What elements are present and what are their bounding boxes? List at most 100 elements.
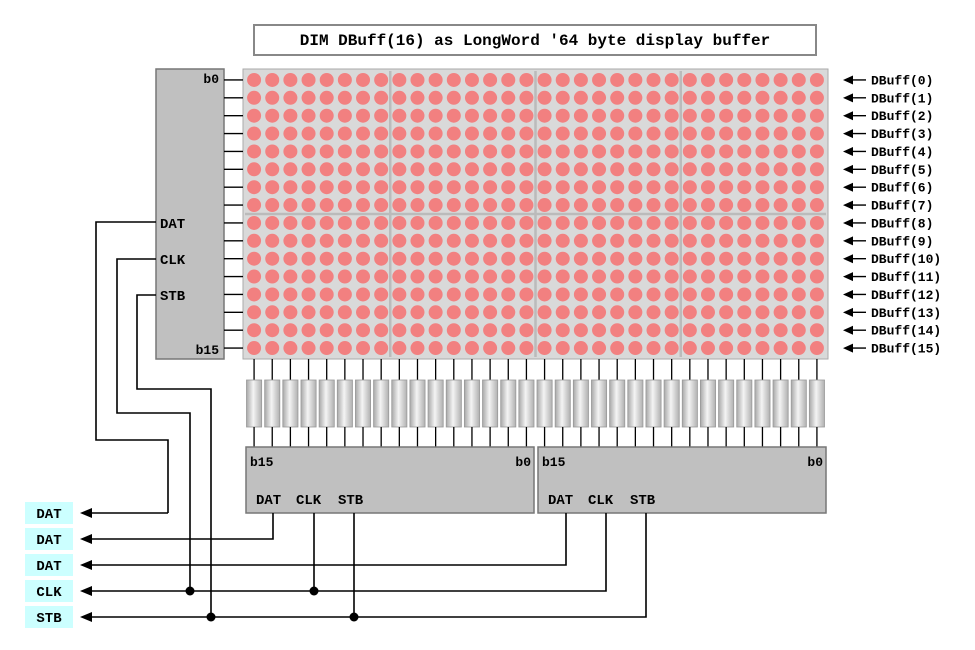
led: [446, 108, 461, 123]
led: [464, 323, 479, 338]
resistor: [391, 379, 408, 428]
row-driver-chip: b0 b15 DAT CLK STB: [155, 68, 225, 360]
resistor: [627, 379, 644, 428]
led: [755, 305, 770, 320]
buffer-arrow: [843, 272, 866, 282]
led: [664, 215, 679, 230]
led: [628, 126, 643, 141]
junction-dot: [185, 586, 195, 596]
led: [283, 323, 298, 338]
resistor: [355, 379, 372, 428]
resistor: [663, 379, 680, 428]
led: [247, 162, 262, 177]
led: [664, 233, 679, 248]
led: [464, 198, 479, 213]
led: [392, 90, 407, 105]
led: [719, 215, 734, 230]
led: [555, 233, 570, 248]
led: [573, 287, 588, 302]
led: [809, 251, 824, 266]
led: [247, 180, 262, 195]
title-box: DIM DBuff(16) as LongWord '64 byte displ…: [253, 24, 817, 56]
led: [301, 341, 316, 356]
led: [628, 144, 643, 159]
led: [646, 287, 661, 302]
led: [719, 305, 734, 320]
led: [664, 90, 679, 105]
buffer-label: DBuff(9): [871, 234, 933, 249]
led: [755, 198, 770, 213]
led: [537, 198, 552, 213]
led: [773, 269, 788, 284]
led: [537, 215, 552, 230]
led: [301, 108, 316, 123]
led: [265, 108, 280, 123]
led: [319, 305, 334, 320]
led: [809, 323, 824, 338]
led: [646, 162, 661, 177]
led: [610, 144, 625, 159]
led: [283, 72, 298, 87]
led: [555, 305, 570, 320]
led: [773, 72, 788, 87]
buffer-arrow: [843, 289, 866, 299]
led: [628, 233, 643, 248]
led: [428, 162, 443, 177]
led: [283, 251, 298, 266]
led: [446, 126, 461, 141]
led: [501, 198, 516, 213]
led: [501, 233, 516, 248]
led: [301, 233, 316, 248]
led: [483, 144, 498, 159]
buffer-label: DBuff(4): [871, 145, 933, 160]
led: [319, 180, 334, 195]
row-pin-lines: [224, 79, 243, 349]
buffer-arrow: [843, 164, 866, 174]
led: [682, 198, 697, 213]
led: [537, 162, 552, 177]
led: [410, 180, 425, 195]
led: [646, 90, 661, 105]
led: [755, 126, 770, 141]
led: [247, 72, 262, 87]
led: [737, 72, 752, 87]
led: [446, 180, 461, 195]
led: [283, 269, 298, 284]
led: [664, 305, 679, 320]
led: [374, 305, 389, 320]
led: [646, 251, 661, 266]
led: [356, 215, 371, 230]
led: [446, 341, 461, 356]
led: [392, 251, 407, 266]
led: [791, 180, 806, 195]
led: [265, 180, 280, 195]
led: [755, 287, 770, 302]
buffer-label: DBuff(0): [871, 73, 933, 88]
led: [700, 198, 715, 213]
led: [610, 233, 625, 248]
led: [410, 341, 425, 356]
junction-dot: [349, 612, 359, 622]
column-driver-2-left-label: b15: [542, 455, 566, 470]
led: [700, 72, 715, 87]
led: [573, 323, 588, 338]
buffer-arrow: [843, 146, 866, 156]
led: [610, 305, 625, 320]
output-labels: DAT DAT DAT CLK STB: [25, 502, 73, 628]
led: [247, 215, 262, 230]
led: [809, 269, 824, 284]
led: [682, 162, 697, 177]
led: [537, 144, 552, 159]
led: [773, 90, 788, 105]
led: [247, 305, 262, 320]
led: [247, 269, 262, 284]
led: [628, 305, 643, 320]
led: [610, 198, 625, 213]
column-driver-chip-2: b15 b0 DAT CLK STB: [537, 446, 827, 514]
led: [773, 126, 788, 141]
led: [791, 251, 806, 266]
arrow-out-2: [80, 534, 92, 544]
led: [773, 144, 788, 159]
led: [719, 233, 734, 248]
led: [356, 90, 371, 105]
